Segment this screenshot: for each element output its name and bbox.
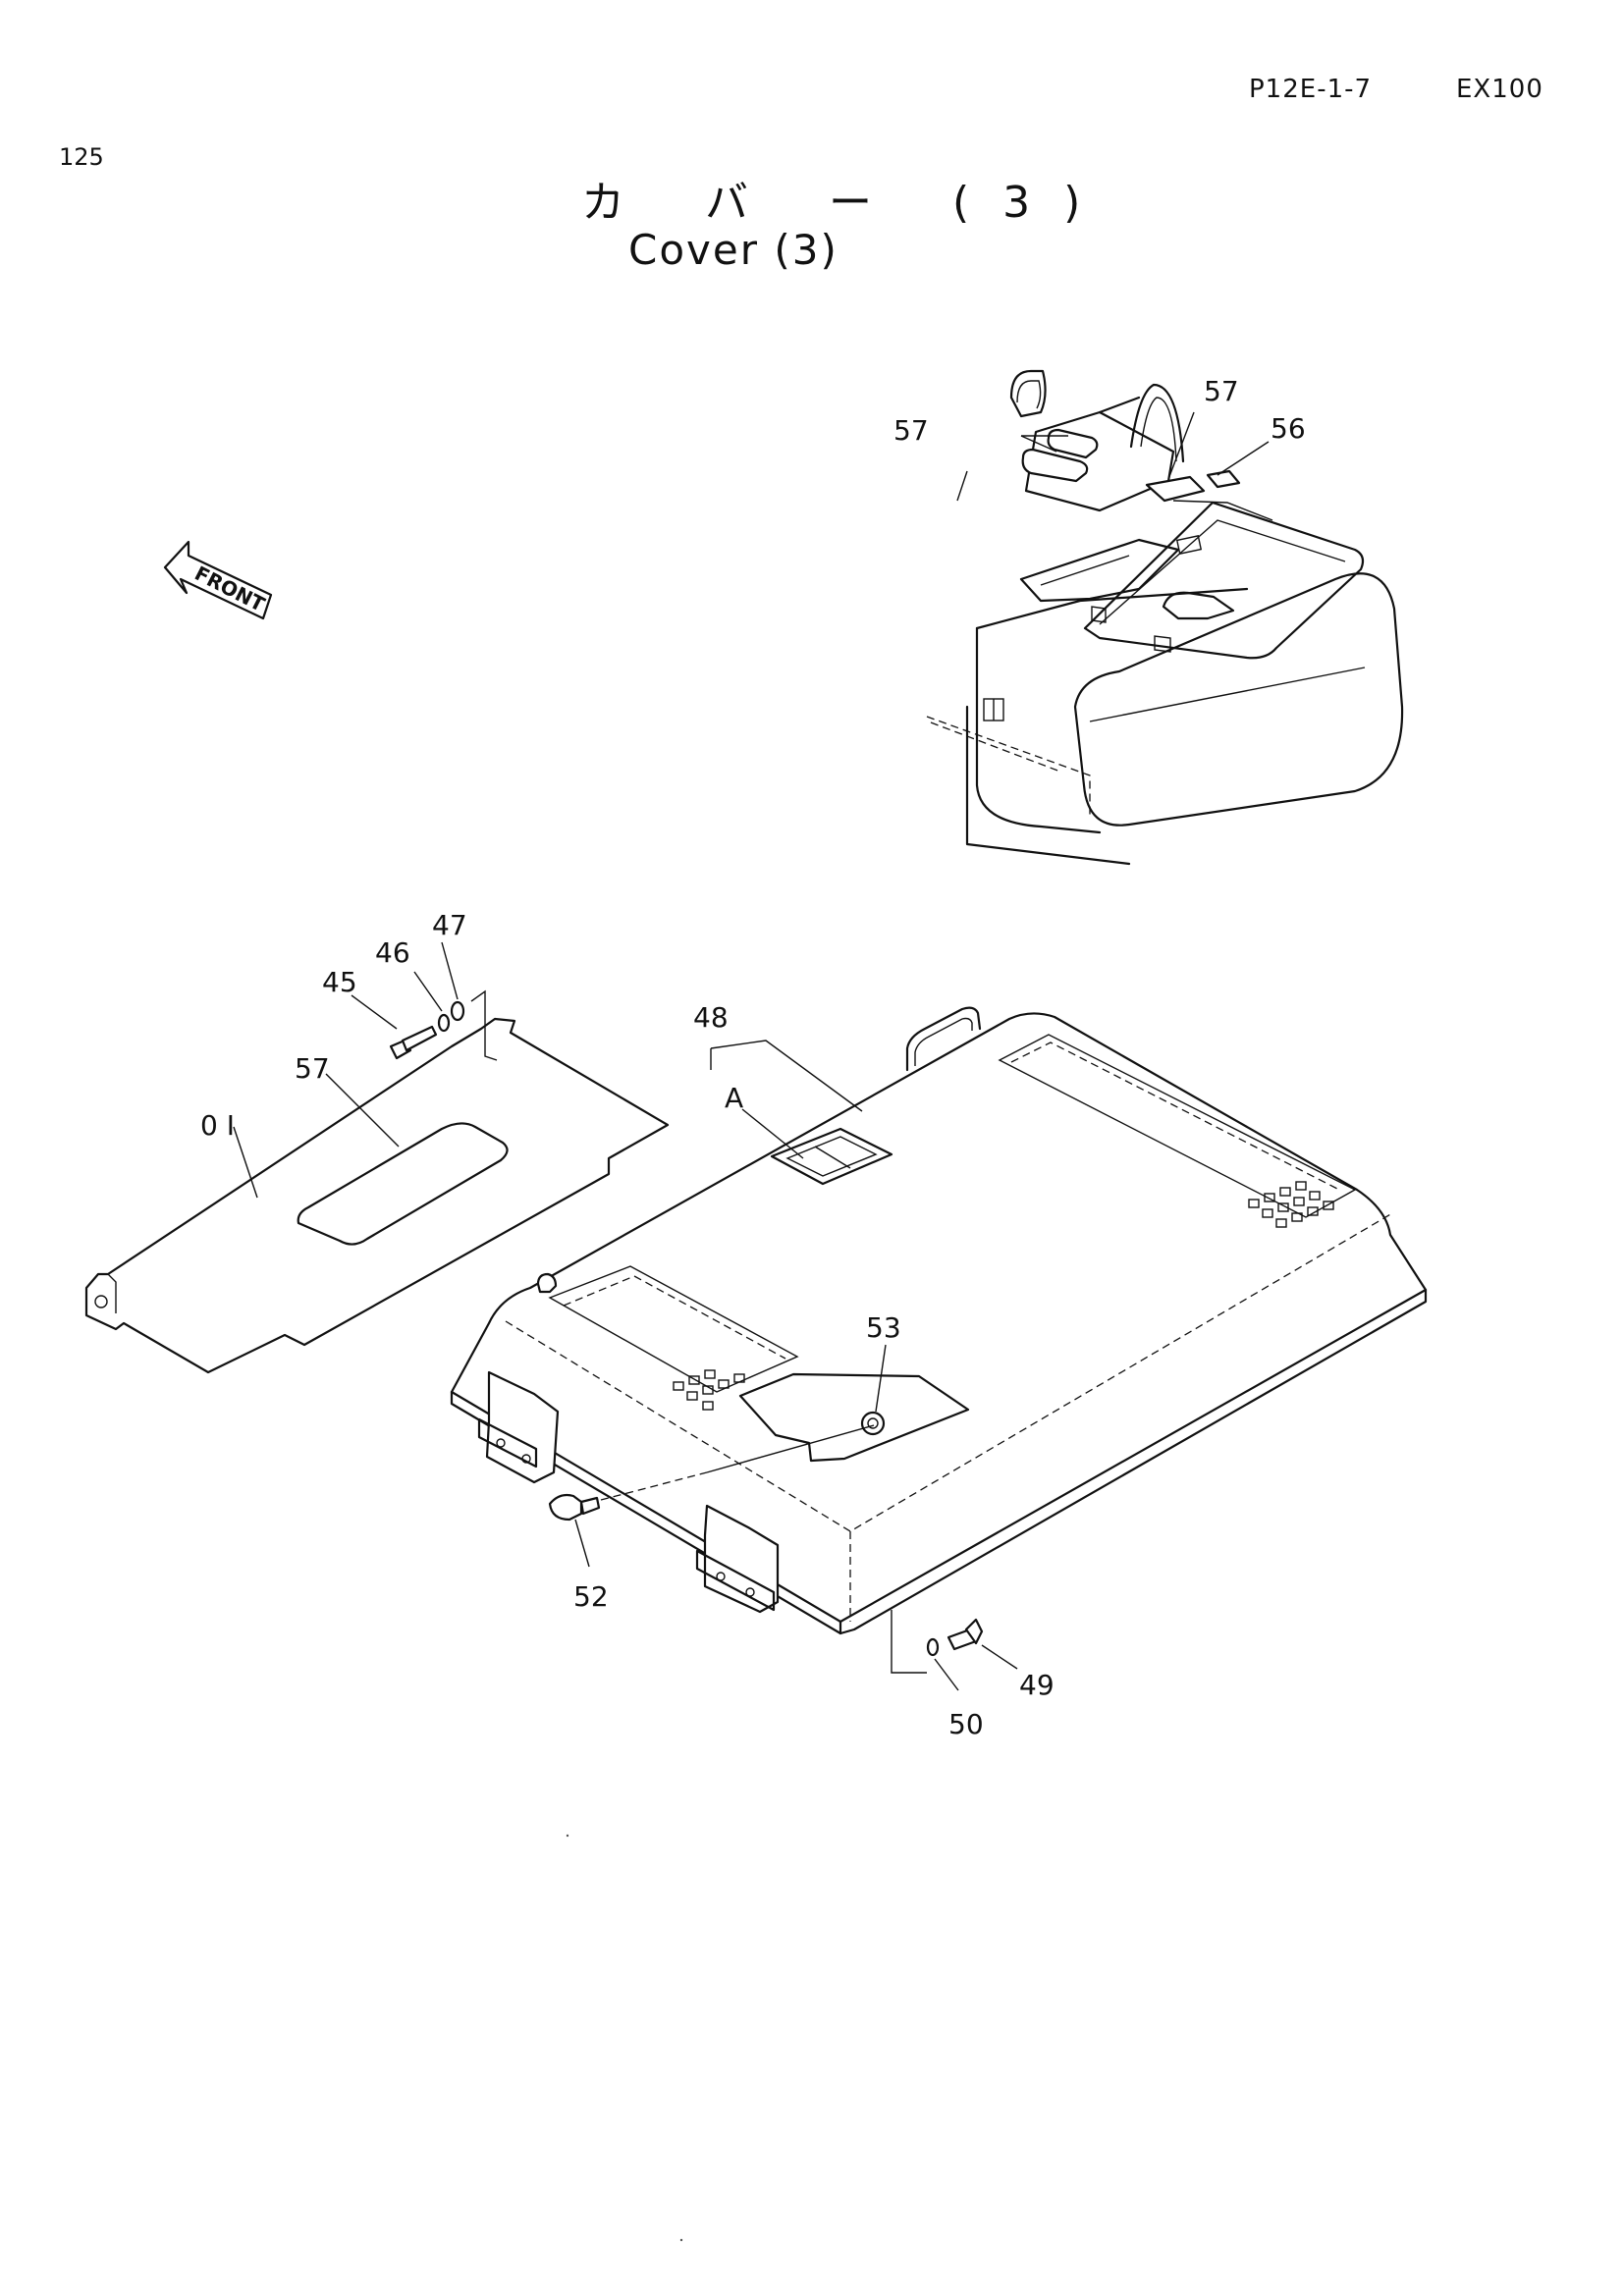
- plate-part-01: [84, 1017, 670, 1374]
- page-number: 125: [59, 143, 104, 171]
- callout-01: 0 I: [200, 1109, 235, 1142]
- keypad-dots: [1248, 1181, 1334, 1228]
- front-arrow-icon: FRONT: [163, 540, 273, 620]
- callout-49: 49: [1019, 1669, 1055, 1701]
- bolt-49-washer-50: [891, 1610, 1018, 1691]
- model-name: EX100: [1456, 75, 1543, 104]
- leader-48: [710, 1040, 863, 1112]
- keypad-dots-left: [673, 1369, 745, 1411]
- document-code: P12E-1-7: [1249, 75, 1373, 104]
- bolt-washer-set: [351, 941, 498, 1061]
- callout-57-overview-b: 57: [1204, 375, 1239, 407]
- callout-53: 53: [866, 1311, 901, 1344]
- callout-56: 56: [1271, 412, 1306, 445]
- callout-52: 52: [573, 1580, 609, 1613]
- leader-01: [233, 1126, 258, 1199]
- leader-A: [741, 1108, 804, 1159]
- callout-A: A: [725, 1082, 743, 1114]
- cover-part-48: [450, 1006, 1428, 1635]
- machine-overview: [926, 369, 1404, 866]
- page-title-english: Cover (3): [628, 226, 839, 274]
- callout-45: 45: [322, 966, 357, 998]
- callout-50: 50: [948, 1708, 984, 1740]
- callout-46: 46: [375, 936, 410, 969]
- leader-53: [875, 1344, 887, 1413]
- page-title-japanese: カ バ ー (3): [581, 178, 1114, 228]
- callout-48: 48: [693, 1001, 729, 1034]
- pin-52: [548, 1424, 875, 1568]
- callout-57-plate: 57: [295, 1052, 330, 1085]
- callout-57-overview-a: 57: [893, 414, 929, 447]
- callout-47: 47: [432, 909, 467, 941]
- leader-57-plate: [325, 1073, 400, 1148]
